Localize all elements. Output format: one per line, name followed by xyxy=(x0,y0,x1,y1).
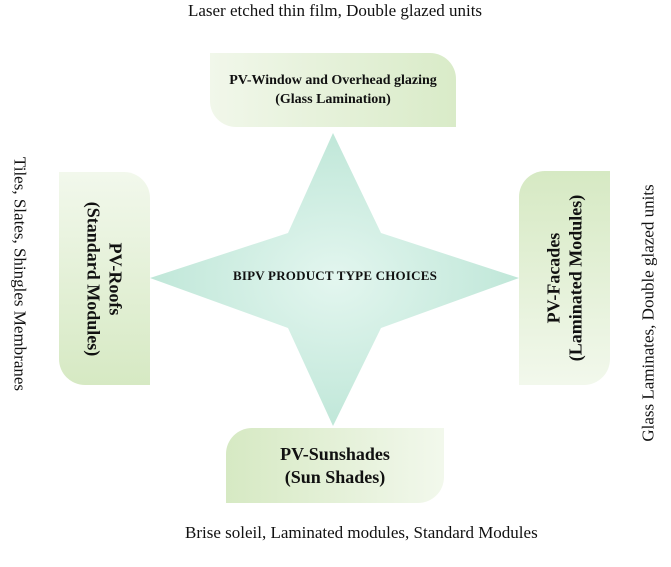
right-caption-line-1: Glass Laminates, Double xyxy=(638,270,658,442)
bottom-caption-line-1: Brise soleil, Laminated xyxy=(185,523,344,542)
top-caption-line-1: Laser etched thin film, xyxy=(187,1,342,20)
pv-facades-subtitle: (Laminated Modules) xyxy=(565,194,586,362)
top-caption-line-2: Double glazed units xyxy=(346,1,483,20)
pv-sunshades-box: PV-Sunshades (Sun Shades) xyxy=(226,428,444,503)
pv-roofs-title: PV-Roofs xyxy=(105,242,126,315)
pv-roofs-subtitle: (Standard Modules) xyxy=(83,201,104,356)
pv-facades-box: PV-Facades (Laminated Modules) xyxy=(519,171,610,385)
pv-roofs-box: PV-Roofs (Standard Modules) xyxy=(59,172,150,385)
pv-sunshades-subtitle: (Sun Shades) xyxy=(284,466,386,487)
star-polygon xyxy=(150,133,519,426)
pv-window-subtitle: (Glass Lamination) xyxy=(275,92,391,107)
pv-sunshades-title: PV-Sunshades xyxy=(280,443,390,464)
center-label: BIPV PRODUCT TYPE CHOICES xyxy=(232,268,437,283)
top-caption: Laser etched thin film, Double glazed un… xyxy=(185,0,485,21)
pv-window-title: PV-Window and Overhead glazing xyxy=(229,73,437,88)
pv-facades-title: PV-Facades xyxy=(543,232,564,324)
bottom-caption-line-2: modules, Standard Modules xyxy=(347,523,538,542)
pv-window-box: PV-Window and Overhead glazing (Glass La… xyxy=(210,53,456,127)
left-caption-line-2: Membranes xyxy=(10,310,30,392)
right-caption-line-2: glazed units xyxy=(638,184,658,267)
left-caption-line-1: Tiles, Slates, Shingles xyxy=(10,156,30,307)
bottom-caption: Brise soleil, Laminated modules, Standar… xyxy=(185,522,538,543)
